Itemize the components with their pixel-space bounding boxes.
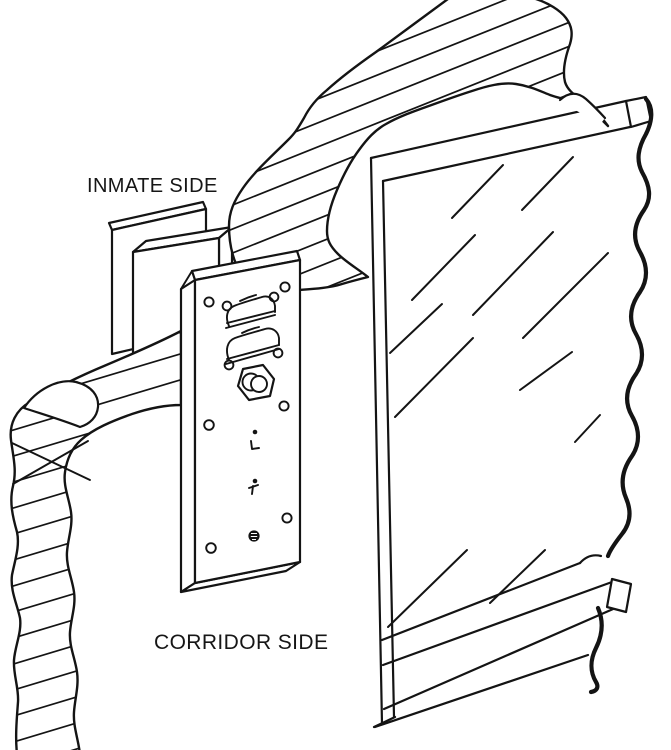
reflection-line [451, 164, 504, 219]
frame-jamb-outer [369, 156, 384, 726]
reflection-line [574, 414, 601, 443]
reflection-line [394, 337, 474, 418]
mounting-hole [203, 419, 215, 431]
grip-cutouts [225, 294, 280, 365]
tear-cross-line [12, 440, 89, 485]
mounting-hole [221, 300, 233, 312]
grip-cutout-upper [226, 295, 276, 327]
index-mark-T [248, 484, 259, 495]
index-dot [252, 478, 258, 484]
mounting-hole [281, 512, 293, 524]
mounting-hole [278, 400, 290, 412]
mounting-hole [205, 542, 217, 554]
reflection-line [389, 303, 443, 354]
faceplate-front-face [193, 258, 302, 585]
tear-cross-line [11, 442, 91, 481]
frame-jamb-inner [381, 179, 396, 719]
reflection-line [411, 234, 476, 301]
reflection-line [472, 231, 554, 316]
sill-rail [382, 604, 622, 711]
corridor-side-label: CORRIDOR SIDE [154, 631, 328, 654]
grip-highlight-dash [239, 294, 257, 302]
reflection-line [519, 351, 573, 391]
grip-cutout-upper-edge [226, 310, 276, 324]
wall-fold-bump [22, 380, 100, 429]
reflection-line [522, 252, 609, 339]
mounting-holes [203, 281, 293, 554]
security-screw [248, 530, 260, 542]
labels: INMATE SIDE CORRIDOR SIDE [87, 175, 328, 654]
lock-cylinder-hex-nut [236, 363, 276, 402]
header-bump-edge [558, 92, 607, 120]
glass-reflection-lines [387, 156, 609, 628]
sill-end-cap [605, 577, 633, 614]
index-dot [252, 429, 258, 435]
mounting-hole [268, 291, 280, 303]
mounting-hole [203, 296, 215, 308]
glass-bottom-edge [380, 561, 582, 642]
grip-cutout-lower-edge [225, 348, 280, 365]
break-line-right-lower [588, 605, 604, 695]
cylinder-face [250, 375, 268, 393]
grip-highlight-dash [241, 326, 260, 334]
frame-header-inner [381, 125, 632, 183]
grip-cutout-lower [226, 327, 280, 361]
glazing-panel [369, 92, 654, 729]
sill-rail [373, 653, 590, 729]
grip-cutout-lower-edge [226, 344, 280, 360]
header-bump-mask [560, 93, 605, 126]
faceplate-corner-seam [180, 270, 193, 290]
mounting-hole [279, 281, 291, 293]
reflection-line [521, 156, 574, 211]
faceplate-left-face [179, 278, 197, 594]
wall-left-band-outline [9, 329, 183, 750]
glass-bottom-bump [578, 554, 603, 565]
index-marks [248, 429, 260, 495]
grip-cutout-upper-edge [225, 314, 276, 329]
screw-drive-pattern [250, 532, 258, 541]
corridor-side-lock-faceplate [179, 249, 302, 594]
index-mark-L [250, 440, 260, 450]
sill-rail [381, 580, 614, 667]
break-line-right-upper [605, 96, 654, 559]
window-frame-sill [373, 554, 622, 729]
inmate-side-label: INMATE SIDE [87, 175, 218, 197]
reflection-line [387, 549, 468, 628]
